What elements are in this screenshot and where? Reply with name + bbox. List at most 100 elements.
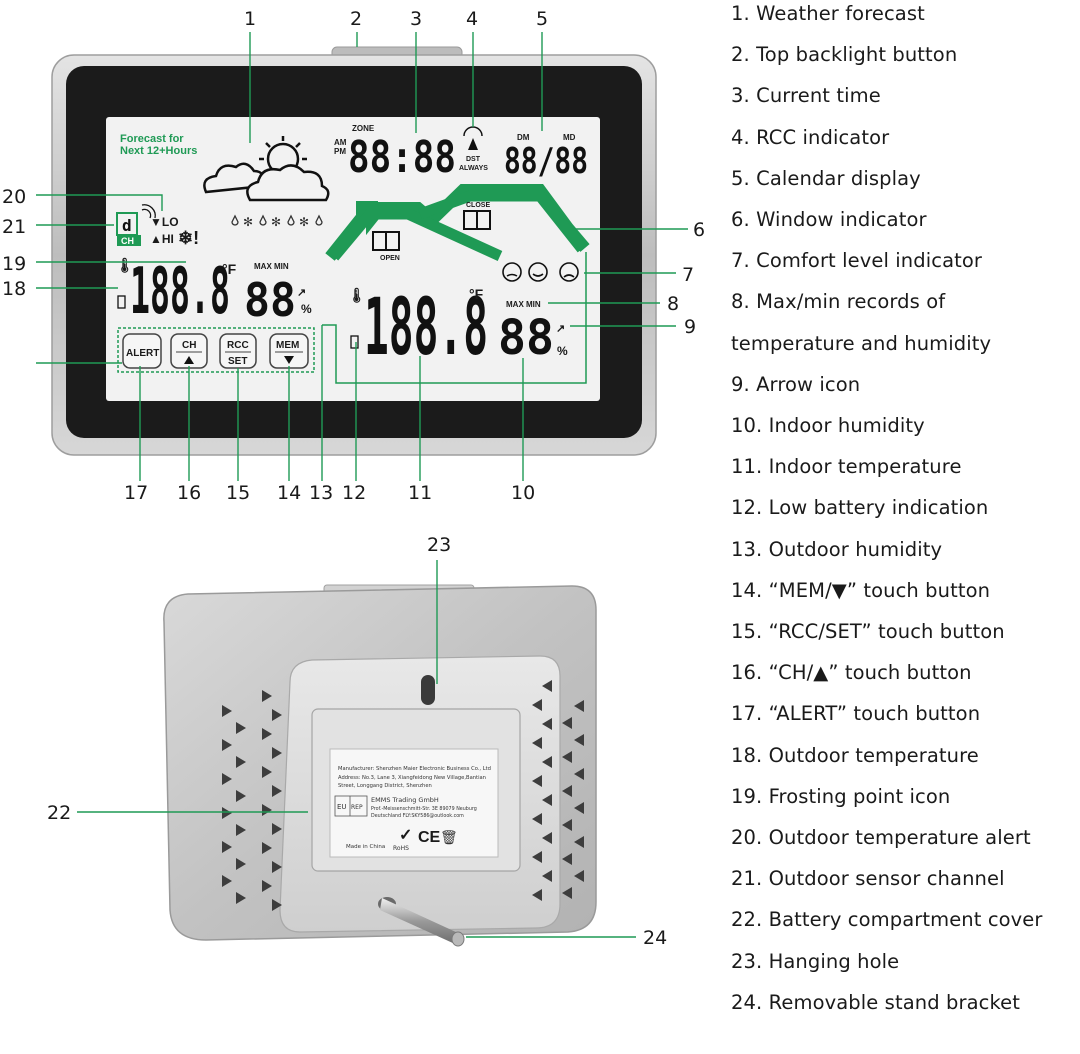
alert-button-label: ALERT [126, 348, 159, 359]
back-label [329, 748, 499, 858]
callout-19: 19 [2, 253, 26, 275]
vent-slot [532, 851, 542, 863]
indoor-thermometer-icon: 🌡 [348, 287, 366, 303]
legend-item: 1. Weather forecast [731, 2, 925, 25]
temp-alert-lo: ▼LO [150, 215, 179, 229]
channel-badge [117, 235, 141, 246]
label-rep: REP [351, 804, 363, 811]
indoor-unit: °F [469, 286, 484, 302]
window-open-label: OPEN [380, 255, 400, 262]
vent-slot [574, 802, 584, 814]
vent-slot [262, 842, 272, 854]
zone-label: ZONE [352, 124, 375, 133]
vent-slot [542, 794, 552, 806]
vent-slot [222, 807, 232, 819]
calendar-display: 88/88 [504, 141, 588, 182]
md-label: MD [563, 133, 576, 142]
callout-16: 16 [177, 482, 201, 504]
dst-label: DST [466, 156, 481, 163]
callout-14: 14 [277, 482, 301, 504]
legend-item: 24. Removable stand bracket [731, 990, 1020, 1014]
alert-button[interactable]: ALERT [122, 333, 162, 369]
vent-slot [272, 823, 282, 835]
label-company: EMMS Trading GmbH [371, 796, 439, 804]
legend-item: 21. Outdoor sensor channel [731, 867, 1005, 891]
rcc-button-label: RCC [227, 340, 249, 351]
vent-slot [272, 899, 282, 911]
legend-item: 11. Indoor temperature [731, 455, 962, 479]
outdoor-thermometer-icon: 🌡 [116, 257, 134, 273]
label-address1: Address: No.3, Lane 3, Xiangfeidong New … [338, 775, 486, 781]
legend-item: 12. Low battery indication [731, 496, 989, 520]
always-label: ALWAYS [459, 165, 488, 172]
outdoor-humidity: 88 [244, 273, 296, 327]
label-company-addr1: Prof.-Meissenschmitt-Str. 3E 89079 Neubu… [371, 806, 477, 812]
legend-item: 3. Current time [731, 84, 881, 108]
vent-slot [574, 870, 584, 882]
vent-slot [562, 785, 572, 797]
forecast-line2: Next 12+Hours [120, 145, 197, 157]
label-rohs: RoHS [393, 845, 409, 852]
vent-slot [562, 853, 572, 865]
legend-item: 19. Frosting point icon [731, 784, 951, 808]
arrow-icon: ↗ [556, 323, 565, 335]
legend-item: 13. Outdoor humidity [731, 537, 943, 561]
legend-item: 18. Outdoor temperature [731, 743, 979, 767]
svg-text:✻: ✻ [243, 215, 253, 229]
legend-item: temperature and humidity [731, 331, 992, 355]
outdoor-percent: % [301, 302, 312, 316]
callout-15: 15 [226, 482, 250, 504]
ch-button-label: CH [182, 340, 196, 351]
weather-forecast-icon [203, 136, 330, 202]
callout-5: 5 [536, 8, 548, 30]
rcc-set-button[interactable]: RCC SET [219, 333, 257, 369]
outdoor-arrow-icon: ↗ [297, 287, 306, 299]
mem-button-label: MEM [276, 340, 299, 351]
vent-slot [532, 889, 542, 901]
legend-item: 23. Hanging hole [731, 949, 900, 973]
vent-slot [272, 785, 282, 797]
legend-item: 6. Window indicator [731, 208, 927, 231]
vent-slot [542, 718, 552, 730]
vent-slot [562, 887, 572, 899]
vent-slot [562, 751, 572, 763]
ch-up-button[interactable]: CH [170, 333, 208, 369]
vent-slot [236, 858, 246, 870]
vent-slot [542, 870, 552, 882]
vent-slot [222, 773, 232, 785]
callout-10: 10 [511, 482, 535, 504]
label-made-in: Made in China [346, 844, 385, 850]
vent-slot [262, 804, 272, 816]
callout-20: 20 [2, 186, 26, 208]
forecast-line1: Forecast for [120, 133, 184, 145]
temp-alert-hi: ▲HI [150, 232, 174, 246]
set-button-label: SET [228, 356, 247, 367]
vent-slot [532, 775, 542, 787]
callout-1: 1 [244, 8, 256, 30]
callout-8: 8 [667, 293, 679, 315]
mem-down-button[interactable]: MEM [269, 333, 309, 369]
vent-slot [236, 722, 246, 734]
eu-rep-box [334, 795, 368, 817]
outdoor-unit: °F [222, 261, 237, 277]
vent-slot [532, 813, 542, 825]
down-arrow-icon [284, 356, 294, 364]
rohs-check-icon: ✓ [399, 827, 412, 844]
legend-item: 8. Max/min records of [731, 290, 946, 314]
legend-item: 16. “CH/▲” touch button [731, 661, 972, 685]
indoor-percent: % [557, 344, 568, 358]
vent-slot [542, 832, 552, 844]
vent-slot [272, 861, 282, 873]
vent-slot [532, 699, 542, 711]
legend-item: 5. Calendar display [731, 166, 921, 190]
callout-2: 2 [350, 8, 362, 30]
outdoor-maxmin: MAX MIN [254, 262, 289, 271]
callout-21: 21 [2, 216, 26, 238]
hanging-hole [421, 675, 435, 705]
outdoor-battery-icon [117, 295, 126, 309]
legend-item: 17. “ALERT” touch button [731, 702, 981, 726]
rain-snow-icon: ✻ ✻ ✻ [231, 214, 323, 229]
label-company-addr2: Deutschland FLY:SKY586@outlook.com [371, 813, 464, 819]
channel-digit-icon: d [122, 216, 132, 235]
vent-slot [574, 734, 584, 746]
